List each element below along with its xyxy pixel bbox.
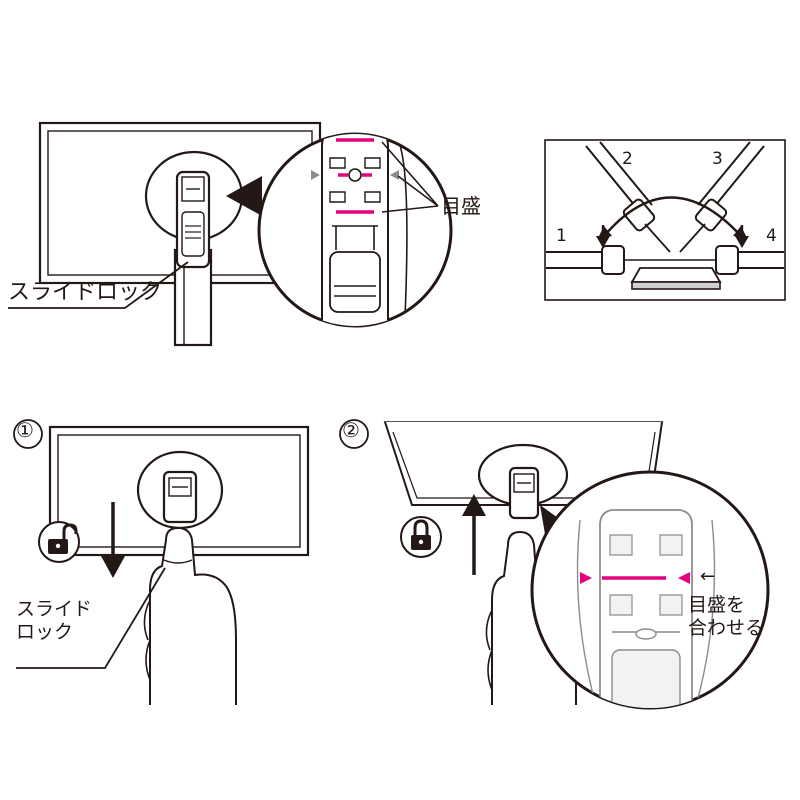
- align-arrow-hint: ←: [700, 566, 716, 587]
- unlocked-padlock-icon: [38, 521, 80, 563]
- rotation-arc: [604, 196, 741, 236]
- step-1-marker: ①: [16, 418, 34, 442]
- angle-position-1: 1: [556, 226, 567, 246]
- scale-leaders: [381, 141, 439, 213]
- zoom-circle-1: [257, 132, 453, 328]
- slide-lock-knob: [181, 211, 205, 257]
- slide-lock-label-step-1: スライド ロック: [16, 598, 93, 644]
- angle-position-3: 3: [712, 149, 723, 169]
- step-1-diagram: [13, 419, 310, 705]
- slide-lock-leader-2: [16, 567, 166, 669]
- zoom-circle-2: [530, 470, 770, 710]
- scale-label: 目盛: [441, 194, 481, 218]
- step-2-marker: ②: [342, 418, 360, 442]
- angle-position-2: 2: [622, 149, 633, 169]
- hand-step-1: [149, 526, 237, 705]
- mirror-mount-overview: [8, 121, 322, 347]
- locked-padlock-icon: [400, 516, 442, 558]
- slide-lock-leader: [8, 261, 189, 309]
- angle-position-4: 4: [766, 226, 777, 246]
- angle-positions-diagram: [544, 139, 786, 301]
- slide-lock-label: スライドロック: [8, 280, 163, 305]
- align-scale-label: 目盛を 合わせる: [688, 594, 765, 640]
- zoom-pointer: [226, 176, 262, 216]
